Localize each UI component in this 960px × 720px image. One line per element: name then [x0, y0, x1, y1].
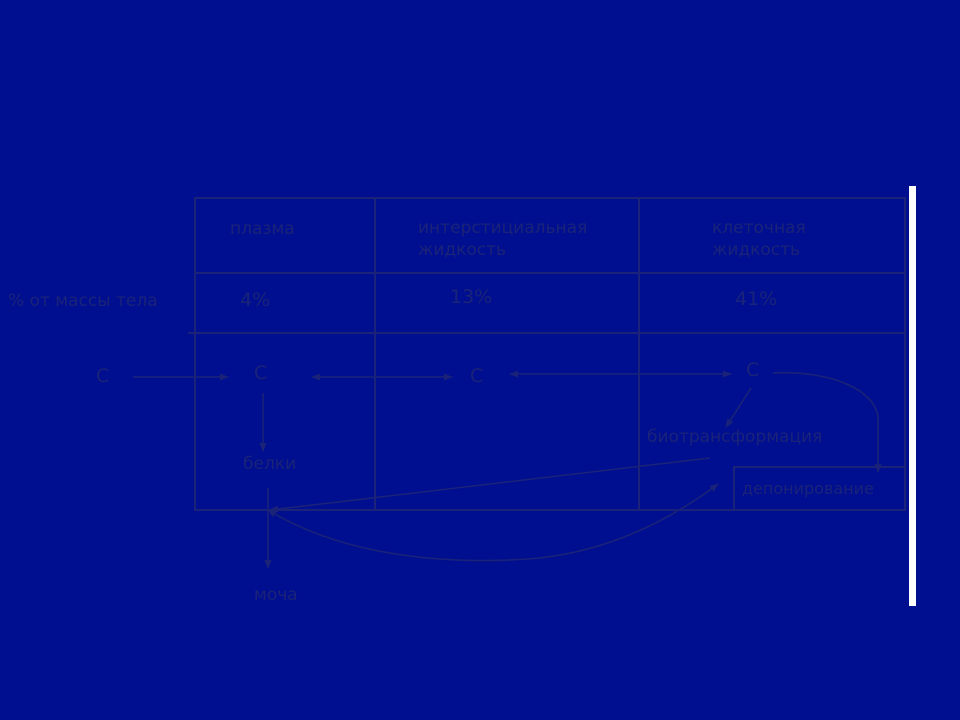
- arrow-biotransformation-to-excretion: [269, 457, 711, 513]
- percent-plasma: 4%: [240, 289, 271, 311]
- label-deposition: депонирование: [742, 479, 874, 498]
- node-c-interstitial: С: [470, 365, 484, 387]
- label-urine: моча: [254, 585, 298, 605]
- arrow-to-biotransformation: [725, 387, 752, 428]
- header-cellular-line2: жидкость: [712, 240, 801, 260]
- label-proteins: белки: [243, 454, 297, 474]
- header-interstitial-line2: жидкость: [418, 240, 507, 260]
- arrow-to-deposition: [772, 371, 882, 473]
- node-c-plasma: С: [254, 362, 268, 384]
- node-c-cellular: С: [746, 359, 760, 381]
- row-label-percent-body-mass: % от массы тела: [8, 291, 158, 311]
- header-cellular-line1: клеточная: [712, 218, 806, 238]
- deposition-box: [733, 466, 905, 510]
- header-plasma: плазма: [230, 219, 295, 239]
- header-interstitial-line1: интерстициальная: [418, 218, 588, 238]
- node-c-input: С: [96, 365, 110, 387]
- arrow-excretion-to-deposition: [267, 483, 719, 562]
- arrows: [133, 370, 882, 569]
- label-biotransformation: биотрансформация: [647, 427, 823, 447]
- percent-cellular: 41%: [735, 288, 778, 310]
- side-bar: [909, 186, 916, 606]
- percent-interstitial: 13%: [450, 286, 493, 308]
